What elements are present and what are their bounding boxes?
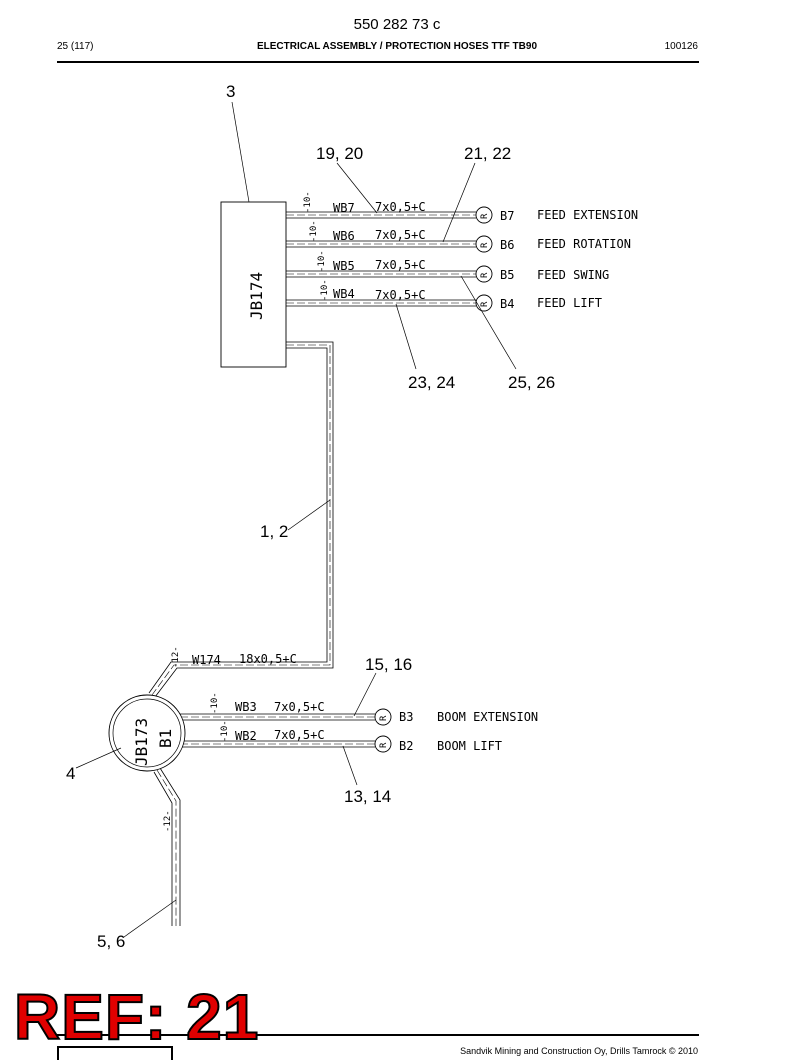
hose-size-wb3: -10- — [210, 692, 220, 714]
wire-spec-wb2: 7x0,5+C — [274, 728, 325, 742]
callout-5-6: 5, 6 — [97, 932, 125, 951]
sensor-b6-symbol — [475, 235, 493, 253]
wire-label-wb5: WB5 — [333, 259, 355, 273]
sensor-id-b2: B2 — [399, 739, 413, 753]
sensor-id-b6: B6 — [500, 238, 514, 252]
callout-25-26: 25, 26 — [508, 373, 555, 392]
cable-wb4 — [286, 299, 476, 307]
function-feed-lift: FEED LIFT — [537, 296, 602, 310]
wire-label-w174: W174 — [192, 653, 221, 667]
resistor-label-b3: R — [379, 715, 389, 721]
date-code: 100126 — [664, 41, 698, 52]
resistor-label-b7: R — [480, 213, 490, 219]
cable-wb7 — [286, 211, 476, 219]
wire-label-wb6: WB6 — [333, 229, 355, 243]
wire-spec-w174: 18x0,5+C — [239, 652, 297, 666]
callout-15-16: 15, 16 — [365, 655, 412, 674]
sensor-id-b7: B7 — [500, 209, 514, 223]
page-reference: 25 (117) — [57, 41, 94, 52]
function-feed-swing: FEED SWING — [537, 268, 609, 282]
function-boom-lift: BOOM LIFT — [437, 739, 502, 753]
b1-label: B1 — [156, 729, 175, 748]
wire-label-wb3: WB3 — [235, 700, 257, 714]
callout-23-24: 23, 24 — [408, 373, 455, 392]
hose-size-wb6: -10- — [309, 220, 319, 242]
function-feed-extension: FEED EXTENSION — [537, 208, 638, 222]
callout-19-20: 19, 20 — [316, 144, 363, 163]
hose-size-wb2: -10- — [220, 720, 230, 742]
resistor-label-b4: R — [480, 301, 490, 307]
cable-wb5 — [286, 270, 476, 278]
wire-spec-wb3: 7x0,5+C — [274, 700, 325, 714]
header-rule — [57, 61, 699, 63]
wire-spec-wb4: 7x0,5+C — [375, 288, 426, 302]
wire-spec-wb7: 7x0,5+C — [375, 200, 426, 214]
callout-13-14: 13, 14 — [344, 787, 391, 806]
sensor-id-b3: B3 — [399, 710, 413, 724]
function-boom-extension: BOOM EXTENSION — [437, 710, 538, 724]
wire-spec-wb6: 7x0,5+C — [375, 228, 426, 242]
jb174-label: JB174 — [247, 272, 266, 320]
footer-rule — [57, 1034, 699, 1036]
reference-stamp: REF: 21 — [13, 981, 260, 1053]
sensor-b5-symbol — [475, 265, 493, 283]
resistor-label-b2: R — [379, 742, 389, 748]
resistor-label-b6: R — [480, 242, 490, 248]
callout-4: 4 — [66, 764, 75, 783]
resistor-label-b5: R — [480, 272, 490, 278]
hose-size-wb5: -10- — [317, 250, 327, 272]
wire-label-wb7: WB7 — [333, 201, 355, 215]
copyright-text: Sandvik Mining and Construction Oy, Dril… — [460, 1046, 698, 1056]
sensor-id-b4: B4 — [500, 297, 514, 311]
hose-size-wb7: -10- — [303, 191, 313, 213]
hose-size-wb4: -10- — [320, 279, 330, 301]
document-number: 550 282 73 c — [353, 16, 441, 33]
lower-cable — [153, 767, 181, 926]
wire-label-wb2: WB2 — [235, 729, 257, 743]
sensor-b4-symbol — [475, 294, 493, 312]
cable-wb3 — [178, 713, 375, 721]
cable-wb6 — [286, 240, 476, 248]
sensor-b7-symbol — [475, 206, 493, 224]
junction-box-jb174 — [220, 201, 287, 368]
junction-box-jb173 — [108, 694, 186, 772]
callout-21-22: 21, 22 — [464, 144, 511, 163]
hose-size-lower: -12- — [163, 810, 173, 832]
wire-spec-wb5: 7x0,5+C — [375, 258, 426, 272]
sensor-b3-symbol — [374, 708, 392, 726]
wire-label-wb4: WB4 — [333, 287, 355, 301]
jb173-label: JB173 — [132, 718, 151, 766]
sensor-id-b5: B5 — [500, 268, 514, 282]
leader-lines — [75, 101, 517, 938]
callout-1-2: 1, 2 — [260, 522, 288, 541]
hose-size-w174: -12- — [171, 646, 181, 668]
sensor-b2-symbol — [374, 735, 392, 753]
function-feed-rotation: FEED ROTATION — [537, 237, 631, 251]
page-title: ELECTRICAL ASSEMBLY / PROTECTION HOSES T… — [256, 41, 538, 52]
cable-wb2 — [178, 740, 375, 748]
main-cable-w174 — [148, 341, 334, 698]
callout-3: 3 — [226, 82, 235, 101]
